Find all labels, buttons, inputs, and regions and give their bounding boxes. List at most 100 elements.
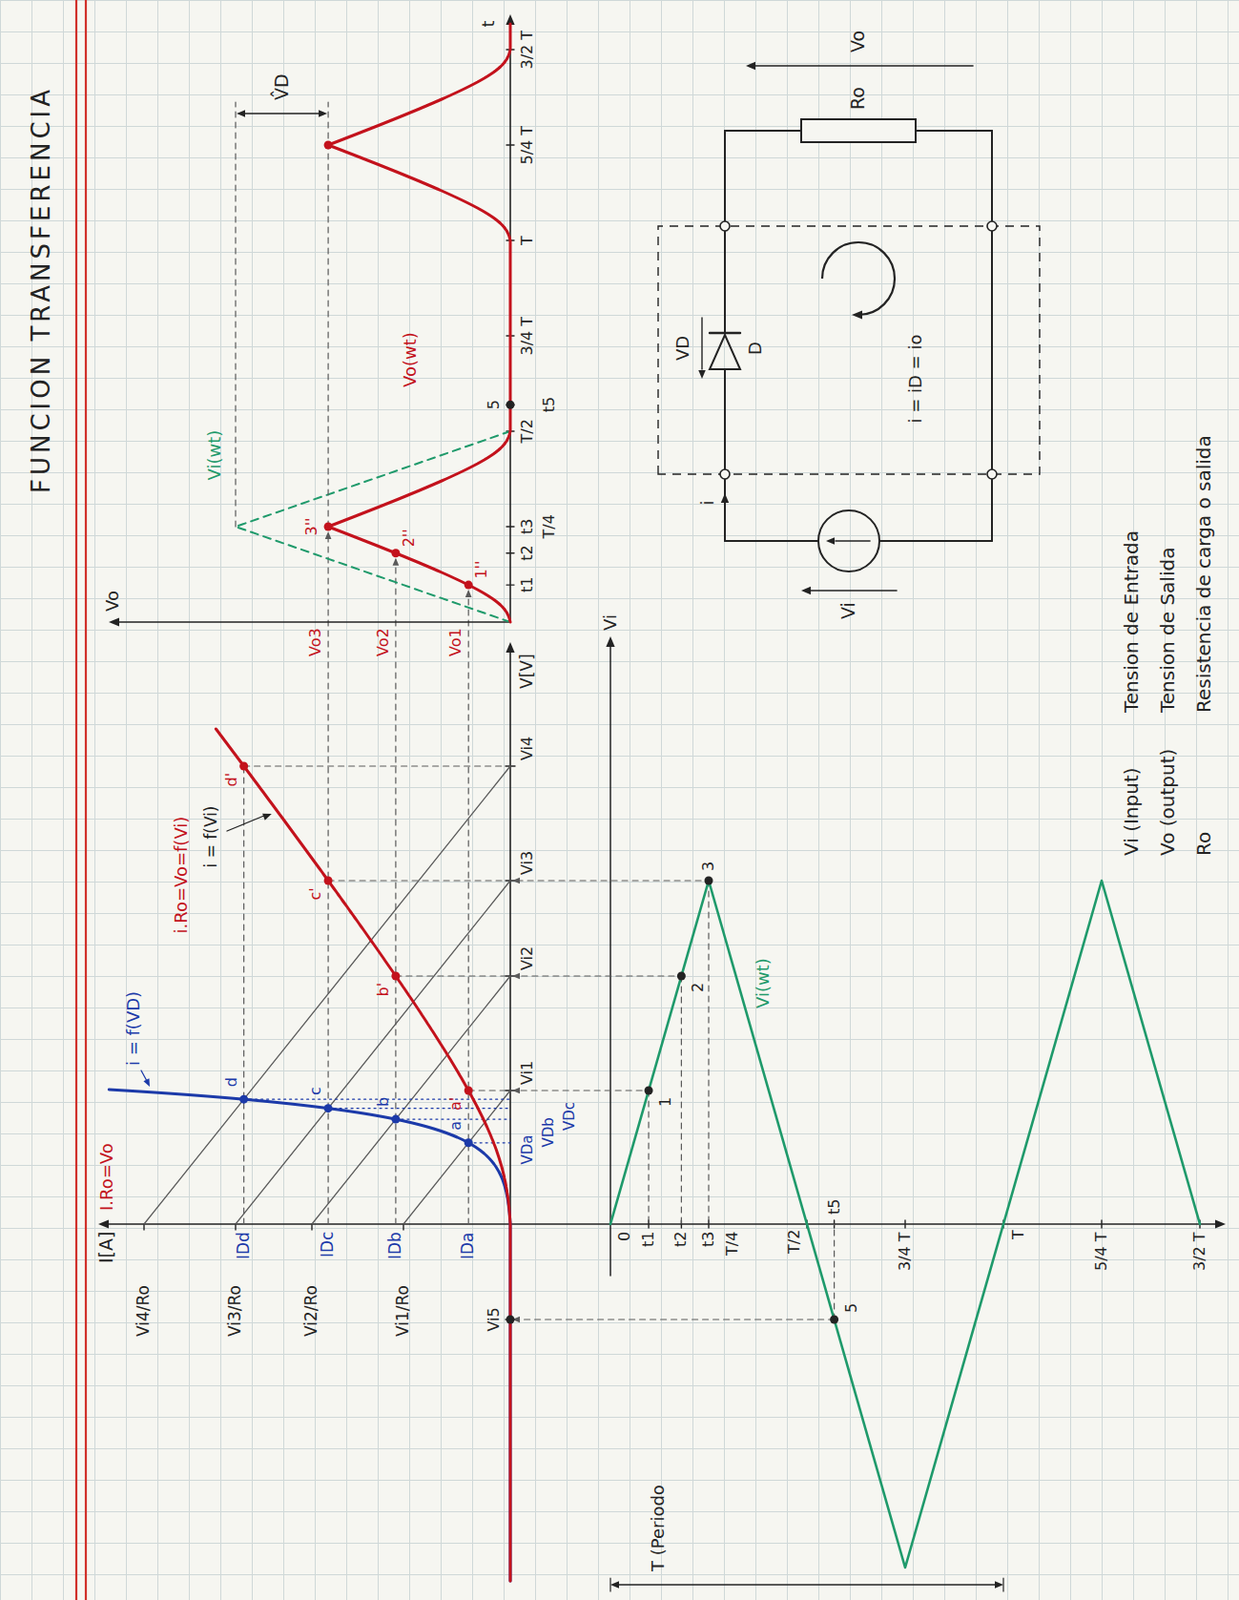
- projection-line: [244, 764, 511, 766]
- period-arrow: [618, 1583, 996, 1585]
- terminal: [987, 469, 997, 479]
- page-title: FUNCION TRANSFERENCIA: [27, 85, 57, 494]
- level-line: [234, 102, 236, 527]
- load-line: [403, 1090, 511, 1224]
- tick-label: 3/4 T: [896, 1231, 914, 1271]
- tick-label: Vi2/Ro: [302, 1284, 322, 1337]
- projection-line: [833, 1223, 835, 1320]
- current-loop: [822, 242, 895, 315]
- tick-label: t3: [700, 1231, 718, 1247]
- voltage-arrow: [810, 589, 897, 592]
- axis-label: I.Ro=Vo: [97, 1142, 118, 1211]
- axis-label: Vi: [600, 614, 621, 631]
- terminal: [987, 221, 997, 231]
- margin-line: [84, 0, 87, 1600]
- point-label: c: [307, 1086, 325, 1095]
- curve-label: i = f(Vi): [202, 805, 222, 868]
- point-label: d: [223, 1076, 241, 1087]
- point-dot: [677, 971, 686, 981]
- point-dot: [324, 876, 333, 886]
- point-dot: [239, 762, 248, 771]
- vo-axis: [118, 620, 511, 623]
- tick-label: Vo2: [374, 627, 393, 657]
- arrow-head: [801, 586, 811, 595]
- point-dot: [324, 522, 333, 532]
- point-dot: [506, 400, 516, 410]
- tick-label: 3/2 T: [1191, 1231, 1209, 1271]
- point-dot: [324, 141, 333, 150]
- tick-label: VDb: [540, 1116, 558, 1147]
- tick-label: 5/4 T: [1093, 1231, 1111, 1271]
- arrow-head: [318, 109, 328, 118]
- point-dot: [391, 1115, 400, 1124]
- arrow-head: [610, 1580, 620, 1589]
- wire: [915, 129, 992, 132]
- arrow-head: [143, 1077, 150, 1087]
- tick: [310, 1223, 312, 1230]
- tick-label: IDb: [386, 1231, 406, 1260]
- tick-label: t5: [826, 1198, 844, 1215]
- tick-label: T: [518, 235, 537, 246]
- projection-line: [395, 974, 682, 976]
- tick-label: Vi2: [518, 946, 537, 971]
- level-line: [327, 102, 329, 527]
- point-dot: [464, 1086, 474, 1095]
- arrow-head: [1215, 1218, 1226, 1228]
- note-text: Resistencia de carga o salida: [1193, 434, 1216, 713]
- vd-line: [468, 1141, 511, 1143]
- point-dot: [239, 1094, 248, 1104]
- point-dot: [829, 1315, 839, 1324]
- tick-label: Vo1: [447, 627, 465, 657]
- note-symbol: Vo (output): [1156, 748, 1179, 856]
- arrow-head: [108, 617, 120, 626]
- curve-label: Vi(wt): [205, 430, 226, 481]
- point-dot: [391, 971, 400, 981]
- point-dot: [506, 1315, 516, 1324]
- part-name: D: [745, 341, 766, 355]
- tick-label: T: [1010, 1229, 1028, 1239]
- projection-line: [647, 1090, 649, 1224]
- voltage-arrow: [701, 317, 703, 370]
- tick-label: IDa: [458, 1231, 478, 1260]
- period-label: T (Periodo: [648, 1484, 669, 1571]
- signal-name: VD: [673, 335, 694, 361]
- tick-label: t3: [518, 518, 537, 535]
- tick-label: Vi5: [485, 1306, 503, 1331]
- tick-label: Vi3: [518, 850, 537, 875]
- tick-label: t1: [518, 577, 537, 593]
- tick-label: t1: [640, 1231, 658, 1247]
- arrow-head: [236, 109, 246, 118]
- callout-number: 5: [485, 399, 503, 410]
- leader-line: [141, 1070, 147, 1081]
- period-arrow: [1002, 1577, 1004, 1591]
- arrow-head: [512, 877, 520, 885]
- tick-label: T/4: [540, 514, 558, 538]
- callout-number: 5: [843, 1302, 861, 1313]
- arrow-head: [392, 557, 400, 566]
- projection-line: [468, 1089, 649, 1091]
- arrow-head: [465, 589, 473, 598]
- tick-label: VDa: [519, 1134, 537, 1164]
- axis-label: I[A]: [96, 1231, 118, 1263]
- point-label: d': [223, 772, 241, 787]
- arrow-head: [745, 61, 756, 70]
- load-line: [311, 975, 511, 1224]
- projection-line: [468, 591, 470, 1224]
- tick-label: T/4: [723, 1231, 742, 1256]
- tick-label: t5: [540, 396, 558, 413]
- arrow-head: [826, 536, 835, 545]
- leader-line: [227, 815, 265, 831]
- source-symbol: [835, 539, 870, 542]
- tick-label: IDc: [318, 1231, 338, 1258]
- tick-label: VDc: [561, 1101, 579, 1131]
- axis-label: Vo: [103, 590, 124, 612]
- wire: [724, 539, 819, 542]
- axis-label: V[V]: [517, 653, 537, 689]
- voltage-arrow: [755, 64, 973, 67]
- curve-label: i.Ro=Vo=f(Vi): [171, 816, 192, 934]
- tick-label: Vo3: [307, 627, 325, 657]
- tick: [143, 1223, 145, 1230]
- wire: [723, 369, 726, 541]
- curve-label: Vo(wt): [400, 331, 421, 388]
- wire: [724, 129, 802, 132]
